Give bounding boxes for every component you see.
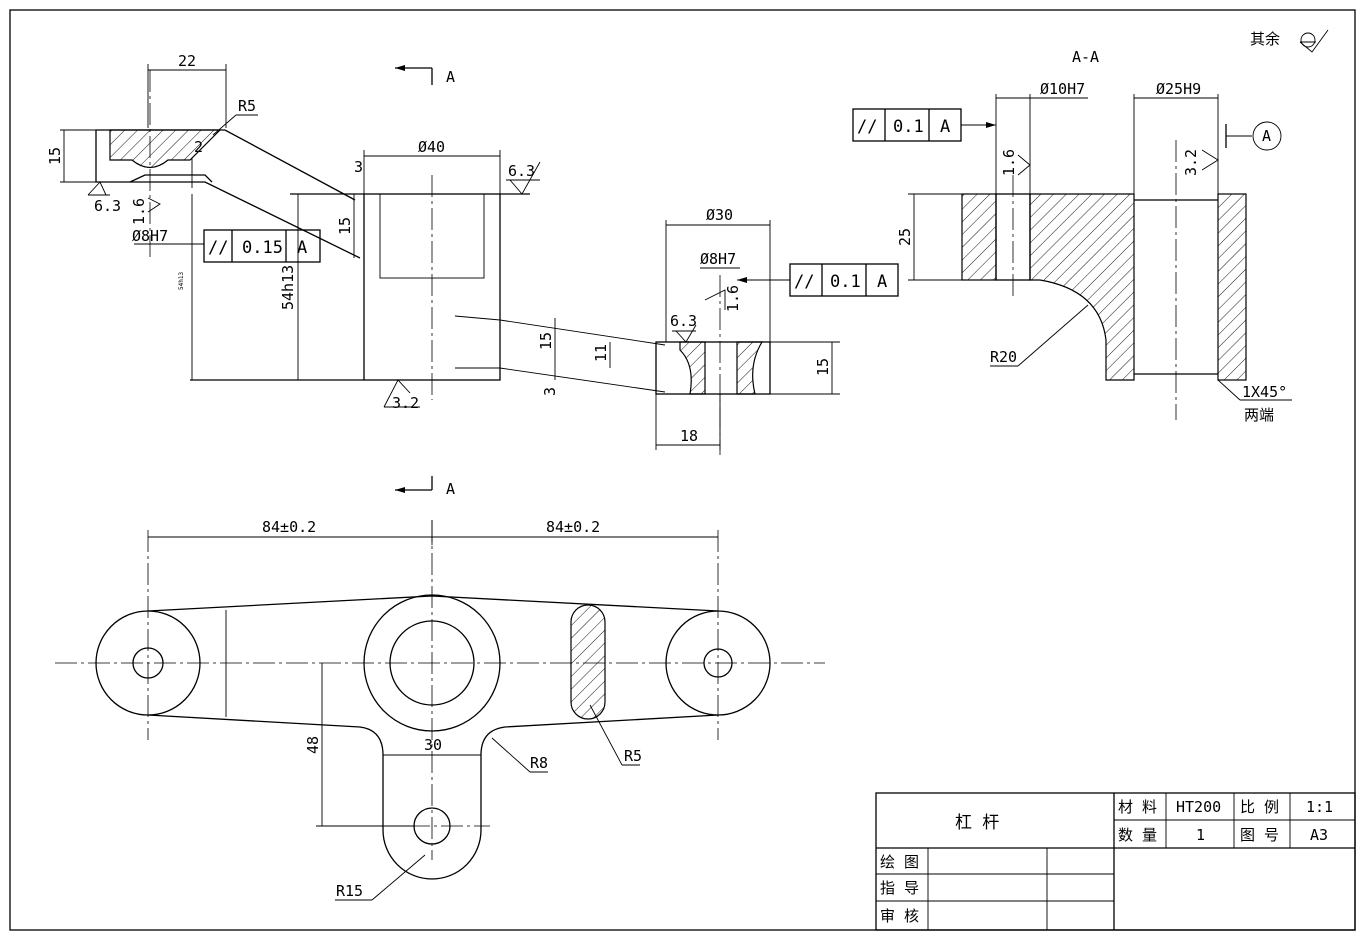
dim-11: 11 [592, 344, 610, 362]
roughness-6-3-front: 6.3 [508, 162, 535, 180]
roughness-1-6-section: 1.6 [1000, 149, 1018, 176]
tol-val-boss: 0.1 [830, 272, 861, 292]
tol-sym-section: // [857, 117, 877, 137]
dim-15-boss: 15 [814, 358, 832, 376]
scale-value: 1:1 [1306, 798, 1333, 816]
part-name: 杠 杆 [955, 813, 999, 833]
radius-r5-side: R5 [238, 97, 256, 115]
drawing-no-value: A3 [1310, 826, 1328, 844]
dim-54h13-small: 54h13 [178, 272, 185, 290]
radius-r20: R20 [990, 348, 1017, 366]
dim-18: 18 [680, 427, 698, 445]
dim-15-side: 15 [46, 147, 64, 165]
dim-15-lower: 15 [537, 332, 555, 350]
dim-3-top: 3 [354, 158, 363, 176]
roughness-6-3-side: 6.3 [94, 197, 121, 215]
roughness-3-2-front: 3.2 [392, 394, 419, 412]
guide-label: 指 导 [880, 879, 919, 897]
roughness-1-6-boss: 1.6 [724, 285, 742, 312]
drawing-border [9, 9, 1356, 931]
dia-10h7: Ø10H7 [1040, 80, 1085, 98]
title-block: 杠 杆 材 料 HT200 比 例 1:1 数 量 1 图 号 A3 绘 图 指… [875, 792, 1356, 931]
top-view: 84±0.2 84±0.2 48 30 R8 R5 R15 [55, 518, 825, 901]
side-view: 22 R5 15 2 6.3 1.6 Ø8H7 // 0.15 A [46, 52, 361, 263]
dia-8h7-boss: Ø8H7 [700, 250, 736, 268]
tol-val-section: 0.1 [893, 117, 924, 137]
radius-r8: R8 [530, 754, 548, 772]
dim-3-lower: 3 [541, 387, 559, 396]
dia-30: Ø30 [706, 206, 733, 224]
roughness-3-2-section: 3.2 [1182, 149, 1200, 176]
material-label: 材 料 [1118, 798, 1157, 816]
tol-datum-section: A [940, 117, 950, 137]
dim-22: 22 [178, 52, 196, 70]
review-label: 审 核 [880, 907, 919, 925]
dim-84-right: 84±0.2 [546, 518, 600, 536]
radius-r15: R15 [336, 882, 363, 900]
dim-2: 2 [194, 138, 203, 156]
dim-84-left: 84±0.2 [262, 518, 316, 536]
front-view: A Ø40 3 6.3 15 54h13 54h13 15 3 3.2 [178, 65, 666, 498]
datum-a: A [1262, 127, 1271, 145]
qty-label: 数 量 [1118, 826, 1157, 844]
dim-48: 48 [304, 736, 322, 754]
scale-label: 比 例 [1240, 798, 1279, 816]
tol-val-side: 0.15 [242, 238, 283, 258]
dim-54h13: 54h13 [279, 265, 297, 310]
qty-value: 1 [1196, 826, 1205, 844]
dim-15-front: 15 [336, 217, 354, 235]
section-marker-top: A [446, 68, 455, 86]
right-boss-view: Ø30 Ø8H7 1.6 // 0.1 A 6.3 11 15 18 [592, 206, 899, 455]
tol-datum-boss: A [877, 272, 887, 292]
dia-25h9: Ø25H9 [1156, 80, 1201, 98]
tol-sym-side: // [208, 238, 228, 258]
drawing-no-label: 图 号 [1240, 826, 1279, 844]
tol-sym-boss: // [794, 272, 814, 292]
section-view: A-A 其余 Ø10H7 Ø25H9 // 0.1 A 1.6 [852, 29, 1329, 424]
roughness-1-6-side: 1.6 [130, 198, 148, 225]
material-value: HT200 [1176, 798, 1221, 816]
section-title: A-A [1072, 48, 1099, 66]
drawn-label: 绘 图 [880, 853, 919, 871]
chamfer-note: 两端 [1244, 406, 1274, 424]
surface-note: 其余 [1250, 30, 1280, 48]
roughness-6-3-boss: 6.3 [670, 312, 697, 330]
dim-30: 30 [424, 736, 442, 754]
dia-40: Ø40 [418, 138, 445, 156]
tol-datum-side: A [297, 238, 307, 258]
section-marker-bottom: A [446, 480, 455, 498]
chamfer-1x45: 1X45° [1242, 383, 1287, 401]
dia-8h7-side: Ø8H7 [132, 227, 168, 245]
dim-25: 25 [896, 228, 914, 246]
radius-r5-top: R5 [624, 747, 642, 765]
